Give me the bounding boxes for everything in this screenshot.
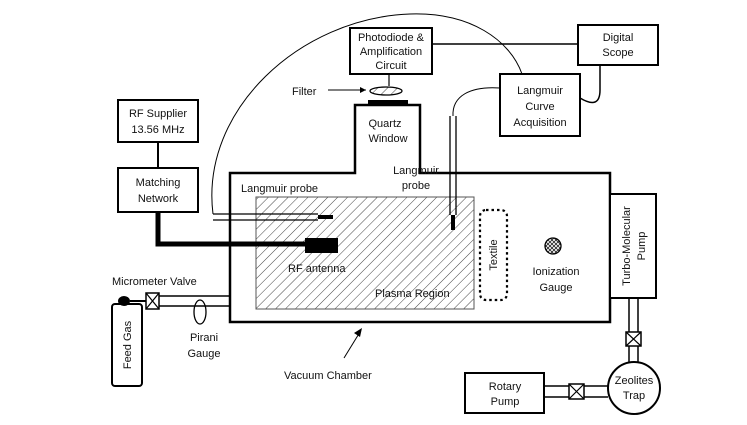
rf-antenna <box>305 238 338 253</box>
pirani-gauge-icon <box>193 299 207 325</box>
pirani-gauge-label-1: Pirani <box>190 332 218 344</box>
vacuum-chamber-label: Vacuum Chamber <box>284 370 372 382</box>
micrometer-valve-label: Micrometer Valve <box>112 276 197 288</box>
feed-gas-valve-knob <box>118 296 130 306</box>
filter-pointer-arrow <box>360 87 366 93</box>
turbo-pump-label-1: Turbo-Molecular <box>621 206 633 286</box>
digital-scope-box <box>577 24 659 66</box>
langmuir-probe-right-label-1: Langmuir <box>393 165 439 177</box>
langmuir-probe-right-tip <box>451 215 455 230</box>
rotary-pump-box <box>464 372 545 414</box>
quartz-window <box>368 100 408 106</box>
ionization-gauge-icon <box>544 237 562 255</box>
matching-network-label-1: Matching <box>136 177 181 189</box>
rotary-pump-label-1: Rotary <box>489 381 522 393</box>
turbo-pump-label-2: Pump <box>636 232 648 261</box>
probe-left-wire <box>211 13 523 215</box>
micrometer-valve-icon <box>145 292 160 310</box>
matching-network-box <box>117 167 199 213</box>
plasma-region-label: Plasma Region <box>375 288 450 300</box>
filter-label: Filter <box>292 86 317 98</box>
rf-cable <box>155 212 305 247</box>
digital-scope-label-2: Scope <box>602 47 633 59</box>
langmuir-probe-left-tip <box>318 215 333 219</box>
ionization-gauge-label-1: Ionization <box>532 266 579 278</box>
langmuir-probe-left-label: Langmuir probe <box>241 183 318 195</box>
quartz-window-label-1: Quartz <box>368 118 401 130</box>
photodiode-label-1: Photodiode & <box>358 32 425 44</box>
rf-supplier-label-1: RF Supplier <box>129 108 187 120</box>
langmuir-acq-box <box>499 73 581 137</box>
vacuum-chamber-outline <box>228 103 612 324</box>
ionization-gauge-label-2: Gauge <box>539 282 572 294</box>
filter-icon <box>369 86 403 96</box>
langmuir-probe-right-label-2: probe <box>402 180 430 192</box>
photodiode-box <box>349 27 433 75</box>
feed-gas-label: Feed Gas <box>122 320 134 369</box>
zeolites-trap-label-1: Zeolites <box>615 375 654 387</box>
rotary-pump-label-2: Pump <box>491 396 520 408</box>
langmuir-acq-label-3: Acquisition <box>513 117 566 129</box>
quartz-window-label-2: Window <box>368 133 407 145</box>
rf-antenna-label: RF antenna <box>288 263 346 275</box>
acq-to-scope <box>579 65 601 104</box>
zeolites-trap-label-2: Trap <box>623 390 645 402</box>
textile-label: Textile <box>488 239 500 270</box>
plasma-region <box>255 196 475 310</box>
chamber-pointer-arrow <box>354 328 362 337</box>
zeolites-trap-icon <box>607 361 661 415</box>
probe-right-wire <box>452 87 501 117</box>
digital-scope-label-1: Digital <box>603 32 634 44</box>
photodiode-label-3: Circuit <box>375 60 406 72</box>
langmuir-acq-label-2: Curve <box>525 101 554 113</box>
rotary-valve-icon <box>568 383 585 400</box>
turbo-valve-icon <box>625 331 642 347</box>
langmuir-acq-label-1: Langmuir <box>517 85 563 97</box>
rf-supplier-label-2: 13.56 MHz <box>131 124 184 136</box>
photodiode-label-2: Amplification <box>360 46 422 58</box>
pirani-gauge-label-2: Gauge <box>187 348 220 360</box>
chamber-pointer <box>343 331 361 359</box>
matching-network-label-2: Network <box>138 193 179 205</box>
turbo-pump-box <box>609 193 657 299</box>
textile-sample <box>478 208 509 302</box>
